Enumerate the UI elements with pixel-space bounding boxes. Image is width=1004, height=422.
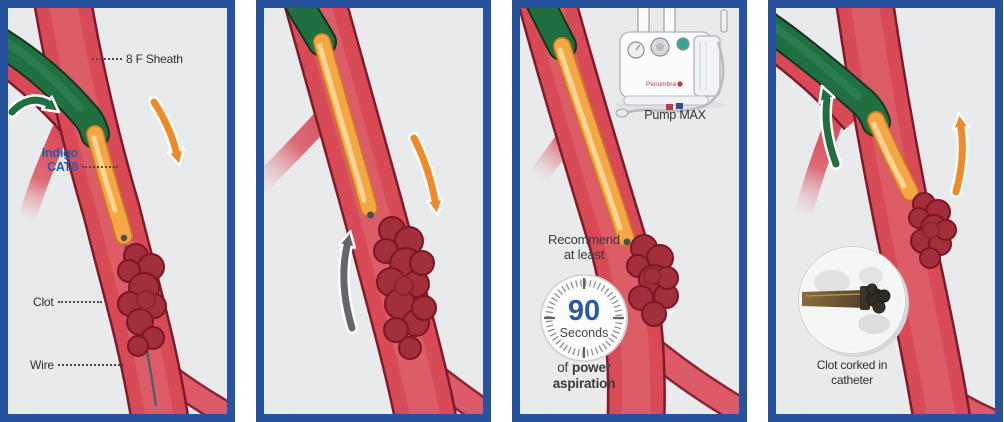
device-label-line1: Indigo	[41, 146, 78, 160]
panel-step-2-advance	[256, 0, 491, 422]
branch-vessel	[19, 123, 69, 225]
vessel-illustration-4	[776, 8, 995, 414]
timer-readout: 90 Seconds	[541, 275, 627, 361]
main-vessel	[835, 8, 971, 414]
clot	[117, 243, 167, 357]
sheath-insert-arrow-icon	[8, 94, 61, 118]
power-pre: of	[557, 360, 569, 375]
pump-max-label: Pump MAX	[644, 108, 706, 122]
catheter-to-clot-arrow-icon	[337, 230, 358, 334]
panel-step-3-aspirate: Penumbra Pump MAX Recommen	[512, 0, 747, 422]
clot-at-catheter-tip	[908, 192, 957, 269]
power-line2: aspiration	[552, 375, 616, 391]
indigo-cat8-label: Indigo CAT8	[18, 146, 78, 174]
vessel-illustration-2	[264, 8, 483, 414]
inset-caption: Clot corked in catheter	[792, 358, 912, 388]
recommend-text: Recommend at least	[530, 232, 638, 263]
indigo-cat8-catheter	[86, 125, 133, 245]
sheath-label-text: 8 F Sheath	[126, 52, 183, 66]
vessel-illustration-1	[8, 8, 227, 414]
pump-max-image: Penumbra	[615, 8, 728, 118]
clot-inset-photo	[797, 245, 909, 357]
clot	[373, 216, 437, 360]
catheter-withdraw-arrow-icon	[950, 111, 971, 198]
panel-step-4-retract: Clot corked in catheter	[768, 0, 1003, 422]
aspiration-flow-arrow-icon	[408, 132, 445, 217]
panel-step-1-access: 8 F Sheath Indigo CAT8 Clot Wire	[0, 0, 235, 422]
clot-label-text: Clot	[33, 295, 54, 309]
recommend-line2: at least	[563, 247, 605, 263]
sheath-label: 8 F Sheath	[92, 52, 183, 66]
vessel-illustration-3: Penumbra	[520, 8, 739, 414]
indigo-cat8-catheter	[867, 111, 919, 201]
inset-caption-line2: catheter	[831, 373, 873, 387]
pump-brand-text: Penumbra	[646, 81, 676, 88]
leader-dots	[82, 166, 118, 168]
leader-dots	[92, 58, 122, 60]
leader-dots	[57, 364, 124, 366]
timer-value: 90	[567, 294, 601, 327]
catheter-advance-arrow-icon	[148, 96, 186, 167]
recommend-line1: Recommend	[548, 232, 620, 247]
timer-icon	[540, 274, 628, 362]
wire-label-text: Wire	[30, 358, 54, 372]
power-bold1: power	[572, 360, 611, 375]
clot	[626, 234, 679, 327]
inset-caption-line1: Clot corked in	[816, 358, 888, 372]
indigo-cat8-catheter	[553, 37, 635, 247]
wire-label: Wire	[30, 358, 124, 372]
indigo-cat8-catheter	[313, 33, 378, 219]
device-label-line2: CAT8	[47, 160, 78, 174]
clot-label: Clot	[33, 295, 102, 309]
sheath-withdraw-arrow-icon	[818, 84, 842, 170]
leader-dots	[57, 301, 102, 303]
timer-unit: Seconds	[559, 325, 609, 340]
